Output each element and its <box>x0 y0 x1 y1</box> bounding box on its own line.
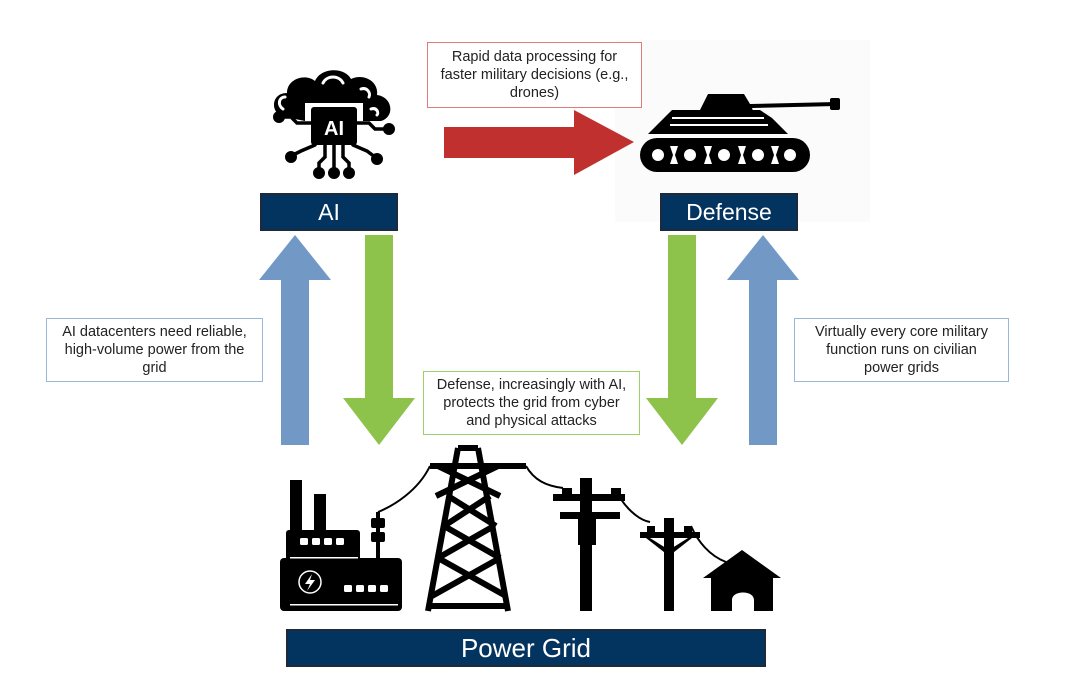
note-grid-to-ai-text: AI datacenters need reliable, high-volum… <box>62 324 247 376</box>
svg-text:AI: AI <box>324 118 344 140</box>
defense-to-grid-arrow <box>646 235 718 445</box>
ai-label-text: AI <box>318 198 340 225</box>
transmission-tower-icon <box>425 445 526 612</box>
note-ai-to-defense: Rapid data processing for faster militar… <box>427 42 642 108</box>
note-ai-to-defense-text: Rapid data processing for faster militar… <box>440 49 629 101</box>
power-grid-label: Power Grid <box>286 629 766 667</box>
ai-to-grid-arrow <box>343 235 415 445</box>
power-grid-icon <box>280 445 781 612</box>
note-grid-to-defense-text: Virtually every core military function r… <box>815 324 988 376</box>
utility-pole-small-icon <box>640 518 700 611</box>
ai-label: AI <box>260 193 398 231</box>
note-grid-to-ai: AI datacenters need reliable, high-volum… <box>46 318 263 382</box>
note-defense-to-grid: Defense, increasingly with AI, protects … <box>423 371 640 435</box>
grid-to-ai-arrow <box>259 235 331 445</box>
grid-to-defense-arrow <box>727 235 799 445</box>
utility-pole-icon <box>553 478 625 611</box>
defense-label: Defense <box>660 193 798 231</box>
tank-icon <box>640 94 840 172</box>
ai-to-defense-arrow <box>444 110 634 175</box>
power-grid-label-text: Power Grid <box>460 632 592 663</box>
defense-label-text: Defense <box>686 198 772 225</box>
note-grid-to-defense: Virtually every core military function r… <box>794 318 1009 382</box>
note-defense-to-grid-text: Defense, increasingly with AI, protects … <box>436 377 627 429</box>
ai-brain-circuit-icon: AI <box>273 70 395 179</box>
house-icon <box>703 550 781 611</box>
